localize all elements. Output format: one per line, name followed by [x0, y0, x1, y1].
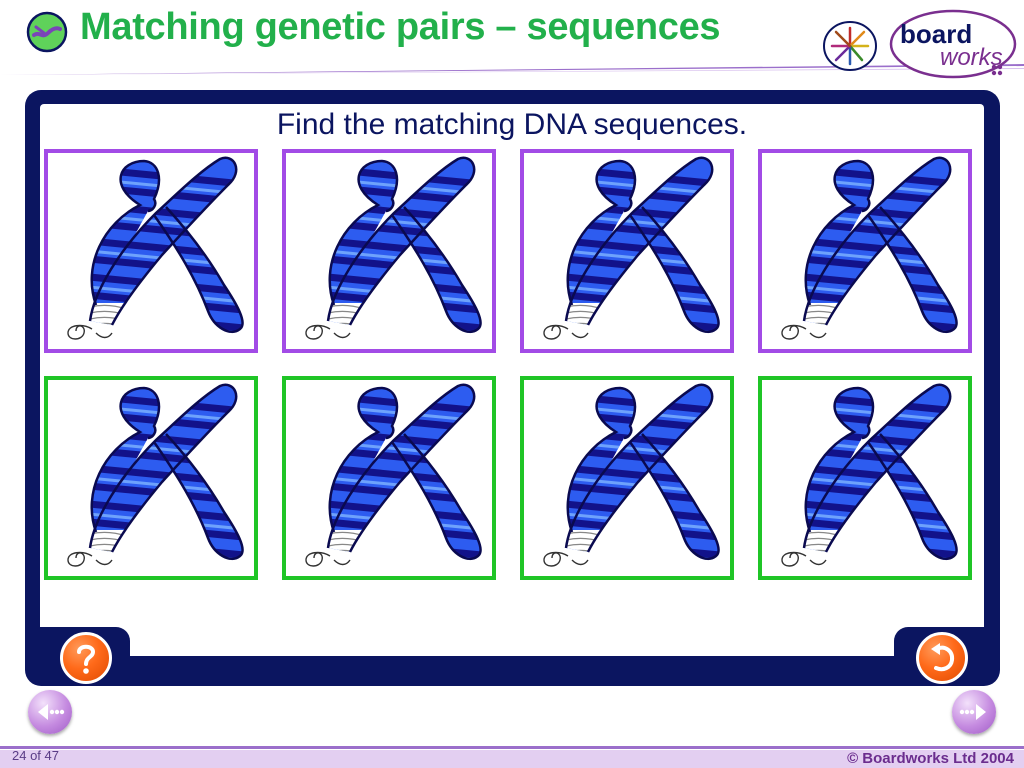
chromosome-icon	[762, 380, 968, 576]
sun-logo-icon	[822, 20, 878, 72]
chromosome-icon	[286, 153, 492, 349]
footer-bar	[0, 746, 1024, 768]
chromosome-title-icon	[26, 11, 68, 53]
dna-card-bottom-1[interactable]	[44, 376, 258, 580]
help-button[interactable]	[60, 632, 112, 684]
instruction-text: Find the matching DNA sequences.	[276, 108, 748, 141]
chromosome-icon	[48, 153, 254, 349]
dna-card-top-3[interactable]	[520, 149, 734, 353]
dna-card-bottom-4[interactable]	[758, 376, 972, 580]
question-mark-icon	[77, 644, 96, 674]
prev-slide-icon	[38, 704, 65, 720]
copyright-text: © Boardworks Ltd 2004	[847, 750, 1014, 767]
dna-card-top-4[interactable]	[758, 149, 972, 353]
next-slide-icon	[959, 704, 986, 720]
header-divider	[0, 64, 1024, 75]
page-title: Matching genetic pairs – sequences	[80, 6, 721, 48]
chromosome-icon	[48, 380, 254, 576]
reset-arrow-icon	[931, 643, 955, 672]
chromosome-icon	[524, 380, 730, 576]
dna-card-bottom-3[interactable]	[520, 376, 734, 580]
reset-button[interactable]	[916, 632, 968, 684]
next-slide-button[interactable]	[952, 690, 996, 734]
previous-slide-button[interactable]	[28, 690, 72, 734]
dna-card-top-1[interactable]	[44, 149, 258, 353]
chromosome-icon	[762, 153, 968, 349]
page-number: 24 of 47	[12, 748, 59, 763]
dna-card-top-2[interactable]	[282, 149, 496, 353]
dna-card-bottom-2[interactable]	[282, 376, 496, 580]
svg-text:board: board	[900, 19, 972, 49]
chromosome-icon	[524, 153, 730, 349]
boardworks-logo: board works	[888, 7, 1018, 79]
chromosome-icon	[286, 380, 492, 576]
